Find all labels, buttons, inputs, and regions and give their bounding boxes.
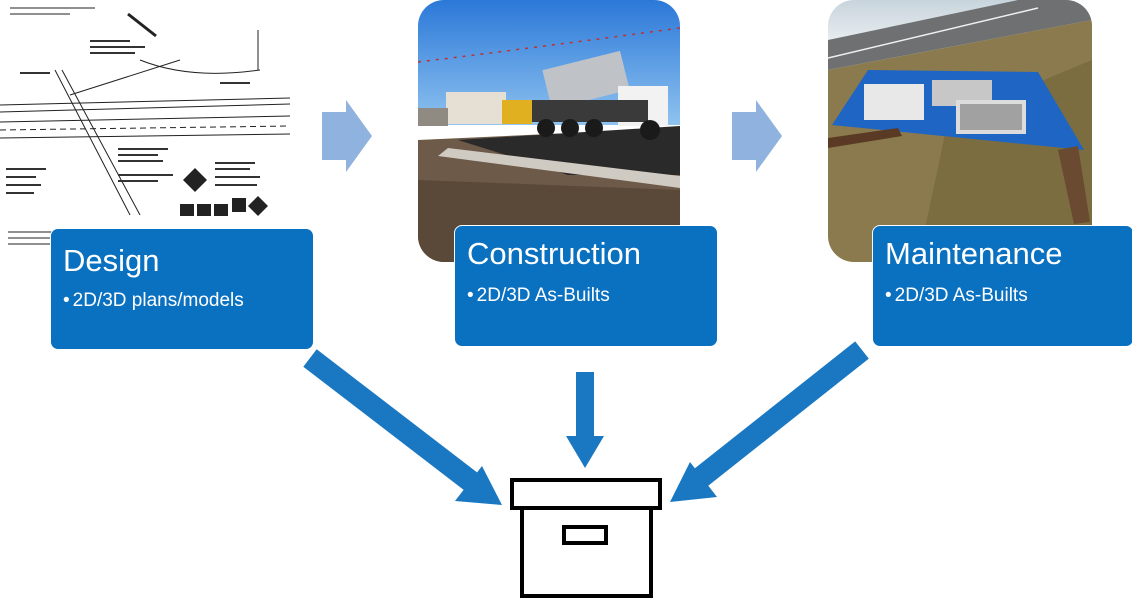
- archive-box-icon: [510, 478, 662, 598]
- stage-design-box: Design •2D/3D plans/models: [50, 228, 314, 350]
- design-plan-image: [0, 0, 290, 262]
- arrow-right-icon: [322, 100, 372, 172]
- stage-maintenance-title: Maintenance: [885, 236, 1063, 271]
- stage-construction-bullet-text: 2D/3D As-Builts: [476, 285, 610, 306]
- stage-maintenance-box: Maintenance •2D/3D As-Builts: [872, 225, 1132, 347]
- bullet-glyph: •: [467, 285, 474, 306]
- stage-design-bullet: •2D/3D plans/models: [63, 291, 244, 310]
- bullet-glyph: •: [63, 290, 70, 311]
- arrow-right-icon: [732, 100, 782, 172]
- arrow-down-icon: [670, 341, 869, 502]
- bullet-glyph: •: [885, 285, 892, 306]
- stage-construction-box: Construction •2D/3D As-Builts: [454, 225, 718, 347]
- construction-photo: [418, 0, 680, 262]
- stage-design-title: Design: [63, 243, 160, 278]
- stage-construction-title: Construction: [467, 236, 642, 271]
- stage-design-bullet-text: 2D/3D plans/models: [72, 290, 244, 311]
- maintenance-photo: [828, 0, 1092, 262]
- stage-construction-bullet: •2D/3D As-Builts: [467, 286, 610, 305]
- stage-maintenance-bullet: •2D/3D As-Builts: [885, 286, 1028, 305]
- arrow-down-icon: [303, 349, 502, 505]
- stage-maintenance-bullet-text: 2D/3D As-Builts: [894, 285, 1028, 306]
- arrow-down-icon: [566, 372, 604, 468]
